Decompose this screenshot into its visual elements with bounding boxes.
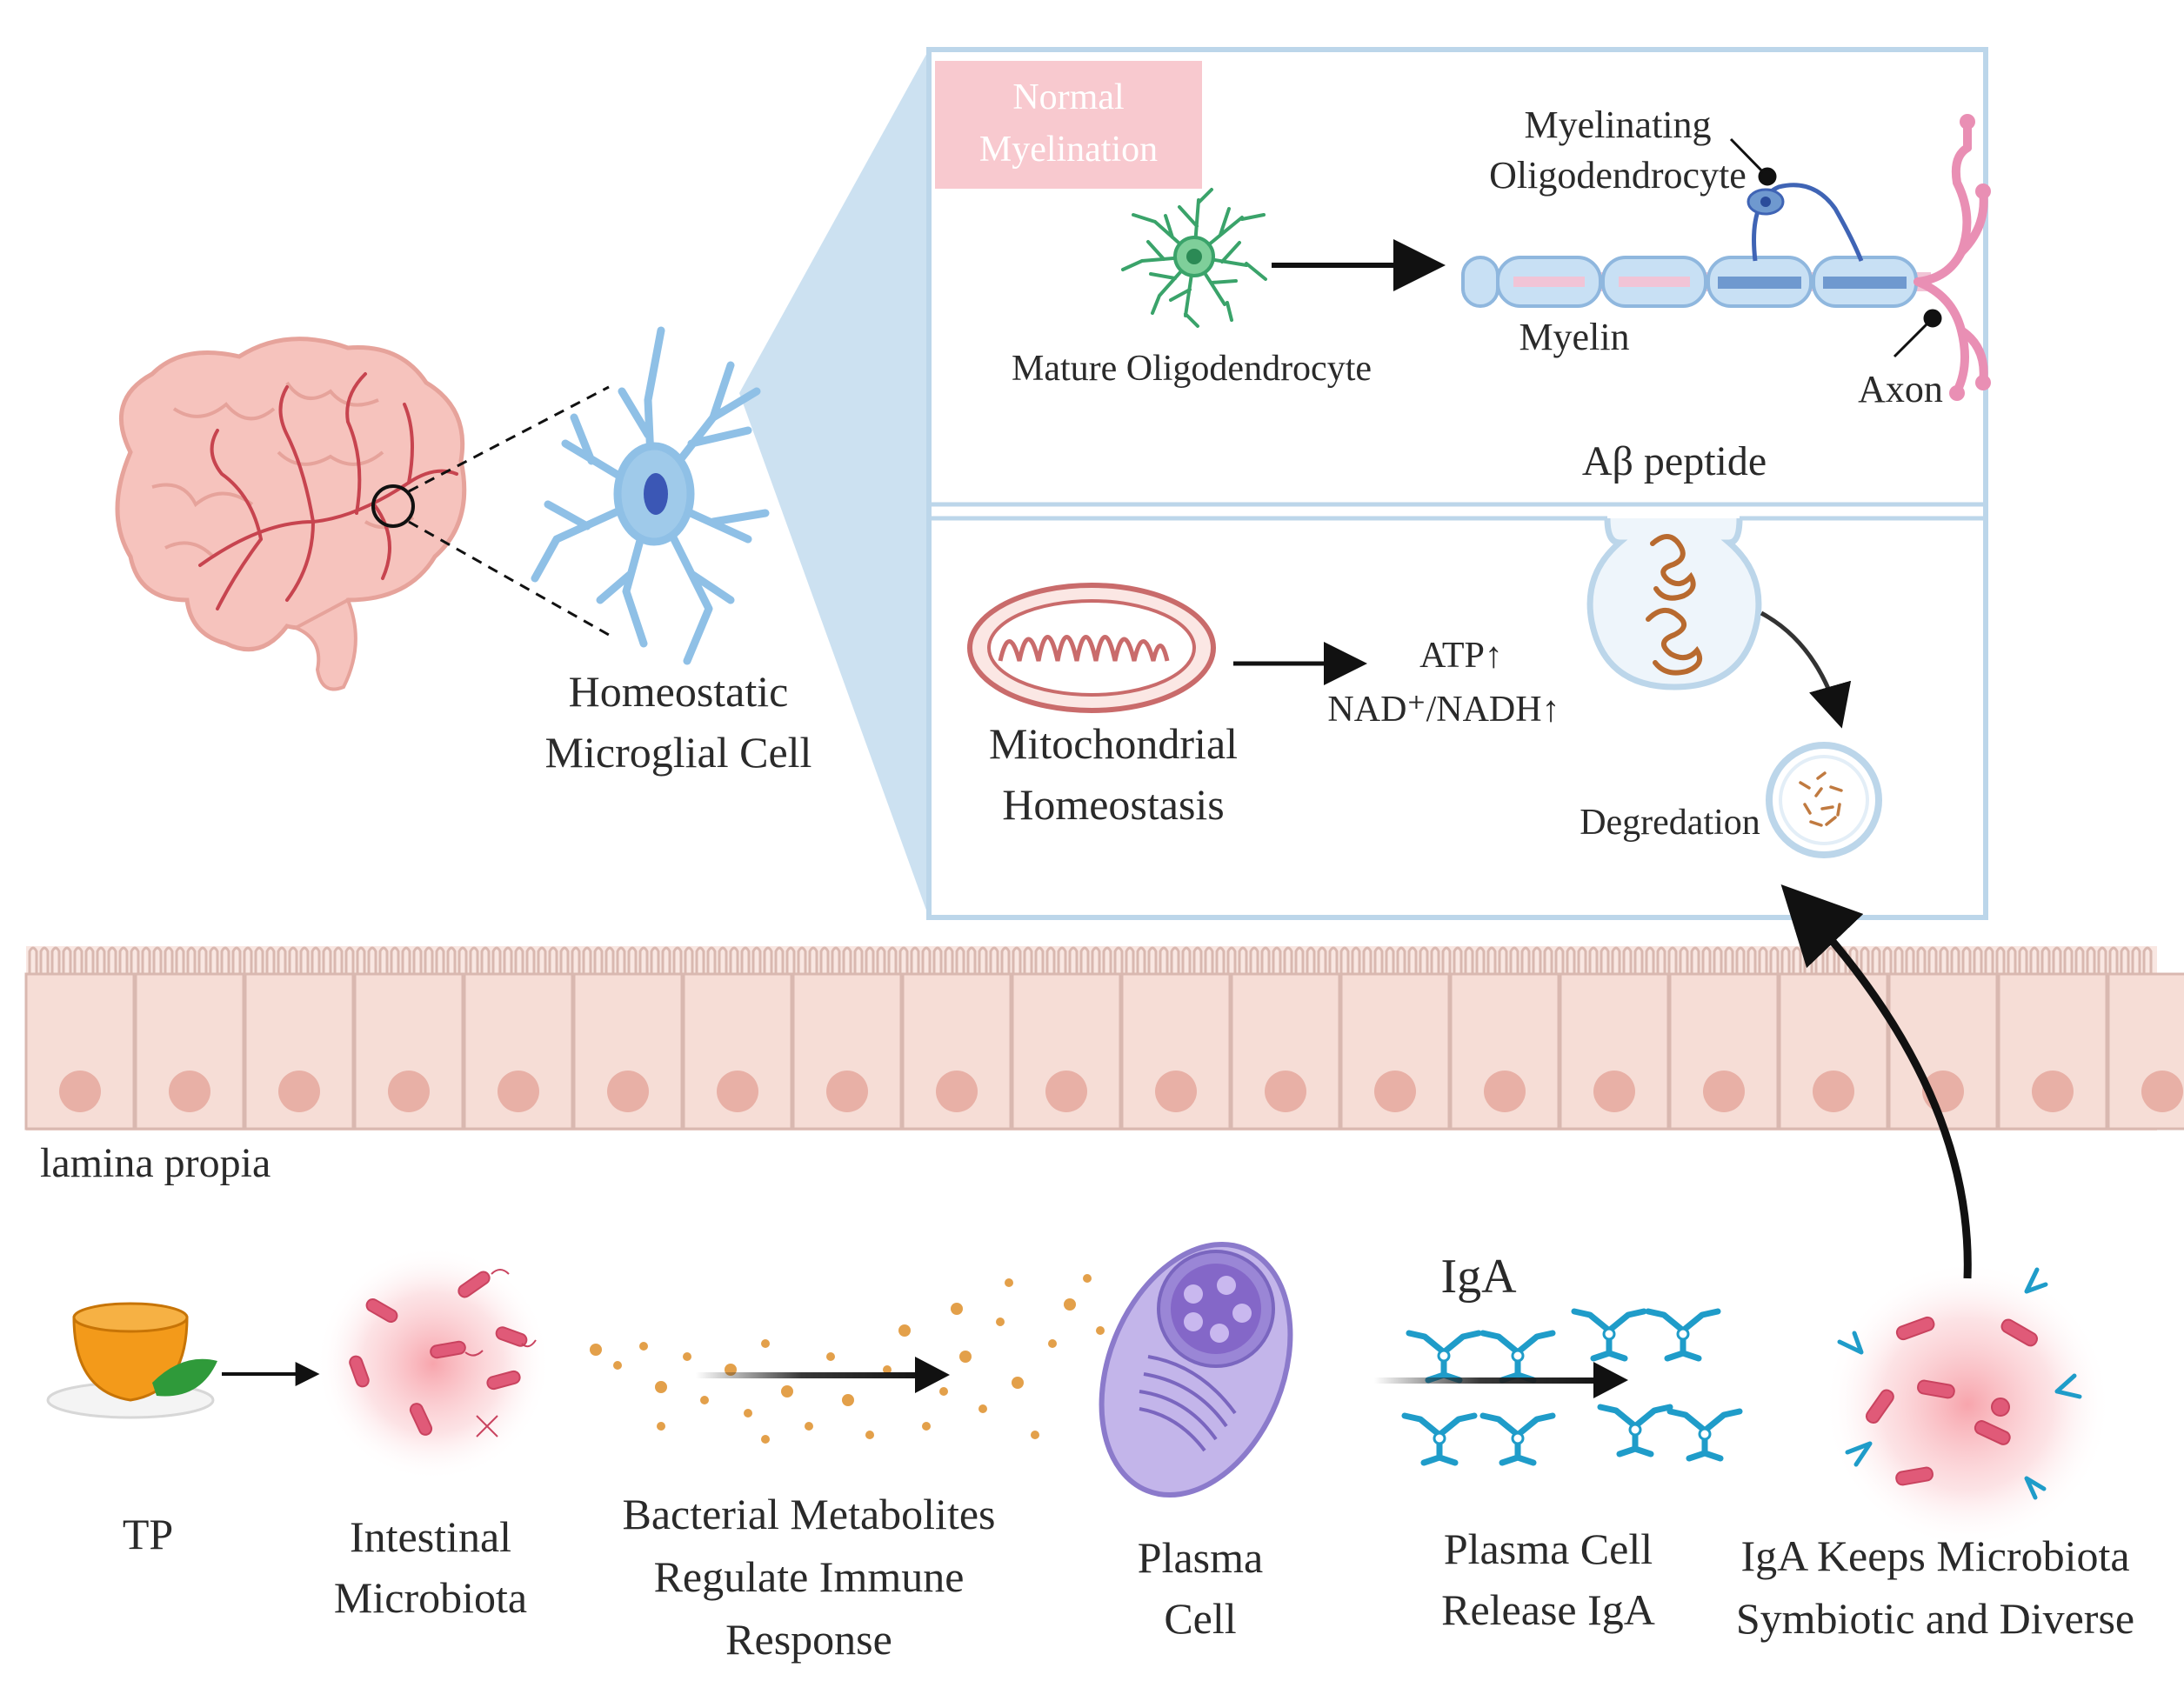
degradation-vesicle: [1766, 742, 1882, 858]
metabolites-arrowhead: [915, 1357, 950, 1393]
release-iga-label-2: Release IgA: [1441, 1585, 1655, 1634]
plasma-cell-label-1: Plasma: [1137, 1533, 1264, 1582]
mitochondrial-label-1: Mitochondrial: [988, 719, 1239, 768]
mature-oligodendrocyte-label: Mature Oligodendrocyte: [1011, 349, 1373, 389]
myelinated-axon: [1461, 114, 1991, 401]
myelinating-label-1: Myelinating: [1524, 103, 1712, 146]
iga-arrow-shaft: [1374, 1377, 1609, 1384]
zoom-wedge: [739, 50, 929, 917]
iga-label: IgA: [1440, 1250, 1517, 1304]
release-iga-label-1: Plasma Cell: [1443, 1524, 1653, 1573]
normal-myelination-label-1: Normal: [1012, 77, 1125, 117]
homeostatic-label-2: Microglial Cell: [544, 728, 812, 777]
brain-icon: [115, 337, 467, 691]
plasma-cell-icon: [1099, 1241, 1293, 1498]
tea-cup-icon: [46, 1302, 217, 1419]
myelinating-label-2: Oligodendrocyte: [1489, 154, 1747, 197]
myelin-label: Myelin: [1519, 316, 1630, 358]
keeps-microbiota-label-1: IgA Keeps Microbiota: [1740, 1531, 2130, 1580]
label-pointers: [1729, 137, 1942, 358]
gut-brain-arrow: [1780, 884, 1972, 1279]
atp-label: ATP↑: [1419, 636, 1503, 676]
plasma-cell-label-2: Cell: [1164, 1594, 1237, 1643]
nad-label: NAD⁺/NADH↑: [1327, 690, 1560, 730]
iga-arrowhead: [1593, 1362, 1628, 1398]
mature-oligodendrocyte-icon: [1121, 188, 1267, 328]
keeps-microbiota-label-2: Symbiotic and Diverse: [1735, 1594, 2135, 1643]
symbiotic-microbiota-icon: [1824, 1261, 2111, 1548]
mitochondria-icon: [967, 583, 1216, 713]
degradation-arrow: [1760, 610, 1852, 729]
bacterial-metabolites-dots: [590, 1274, 1119, 1444]
abeta-vesicle: [1586, 517, 1762, 690]
tp-label: TP: [122, 1510, 174, 1558]
normal-myelination-badge: [935, 61, 1202, 189]
iga-antibodies: [1401, 1308, 1743, 1466]
homeostatic-label-1: Homeostatic: [568, 667, 789, 716]
microbiota-label-2: Microbiota: [333, 1573, 528, 1622]
degradation-label: Degredation: [1580, 803, 1760, 843]
metabolites-label-2: Regulate Immune: [653, 1552, 965, 1601]
zoom-lines: [408, 385, 610, 637]
metabolites-arrow-shaft: [696, 1372, 931, 1378]
lamina-propria-label: lamina propia: [40, 1140, 271, 1186]
microbiota-label-1: Intestinal: [349, 1512, 512, 1561]
intestinal-microbiota-icon: [316, 1246, 551, 1481]
normal-myelination-label-2: Myelination: [978, 130, 1159, 170]
abeta-peptide-label: Aβ peptide: [1581, 438, 1767, 484]
microglial-cell-icon: [531, 326, 770, 665]
mitochondrial-label-2: Homeostasis: [1002, 780, 1225, 829]
metabolites-label-3: Response: [725, 1615, 892, 1664]
metabolites-label-1: Bacterial Metabolites: [622, 1490, 996, 1538]
axon-label: Axon: [1858, 368, 1943, 410]
